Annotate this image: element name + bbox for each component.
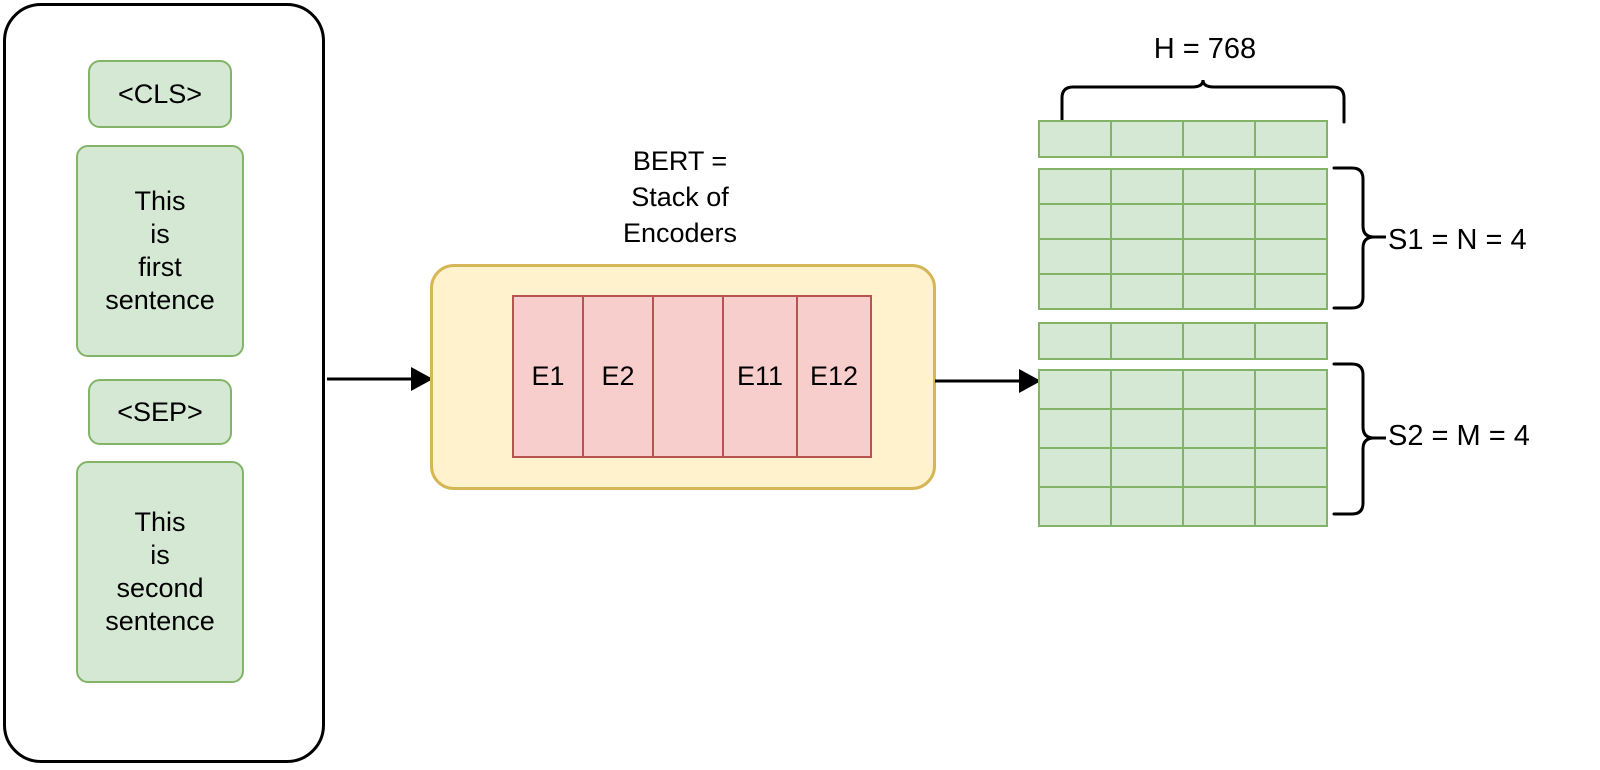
matrix-cell — [1038, 120, 1112, 158]
matrix-cell — [1182, 486, 1256, 527]
matrix-gap — [1038, 360, 1328, 369]
s2-label: S2 = M = 4 — [1388, 420, 1530, 452]
token-box-sep[interactable]: <SEP> — [88, 379, 232, 445]
matrix-cell — [1110, 273, 1184, 310]
matrix-cell — [1254, 408, 1328, 449]
matrix-cell — [1038, 408, 1112, 449]
matrix-cell — [1038, 369, 1112, 410]
matrix-row — [1038, 486, 1328, 527]
matrix-cell — [1110, 168, 1184, 205]
encoder-block-e2[interactable]: E2 — [582, 295, 654, 458]
matrix-cell — [1254, 322, 1328, 360]
matrix-gap — [1038, 310, 1328, 322]
matrix-row — [1038, 120, 1328, 158]
matrix-cell — [1182, 369, 1256, 410]
encoder-stack: E1 E2 E11 E12 — [512, 295, 872, 458]
s1-label: S1 = N = 4 — [1388, 224, 1527, 256]
output-embedding-matrix — [1038, 120, 1328, 527]
matrix-cell — [1182, 447, 1256, 488]
matrix-cell — [1182, 120, 1256, 158]
matrix-block-cls-row — [1038, 120, 1328, 158]
matrix-cell — [1254, 273, 1328, 310]
matrix-cell — [1038, 273, 1112, 310]
matrix-cell — [1038, 322, 1112, 360]
matrix-row — [1038, 408, 1328, 449]
arrow-input-to-bert — [327, 367, 433, 391]
matrix-cell — [1254, 120, 1328, 158]
matrix-cell — [1110, 203, 1184, 240]
encoder-block-e12[interactable]: E12 — [796, 295, 872, 458]
matrix-cell — [1110, 238, 1184, 275]
encoder-label-e12: E12 — [809, 361, 859, 392]
encoder-label-e2: E2 — [601, 361, 635, 392]
matrix-cell — [1182, 203, 1256, 240]
bert-caption: BERT = Stack of Encoders — [622, 146, 738, 248]
matrix-cell — [1254, 369, 1328, 410]
token-label-sentence1: This is first sentence — [105, 186, 215, 315]
matrix-cell — [1038, 447, 1112, 488]
matrix-cell — [1110, 408, 1184, 449]
matrix-cell — [1182, 168, 1256, 205]
matrix-block-sentence2 — [1038, 369, 1328, 527]
matrix-row — [1038, 203, 1328, 240]
matrix-cell — [1038, 486, 1112, 527]
matrix-cell — [1110, 120, 1184, 158]
token-box-sentence1[interactable]: This is first sentence — [76, 145, 244, 357]
matrix-cell — [1110, 447, 1184, 488]
encoder-block-e1[interactable]: E1 — [512, 295, 584, 458]
matrix-row — [1038, 447, 1328, 488]
matrix-cell — [1254, 238, 1328, 275]
matrix-cell — [1038, 238, 1112, 275]
matrix-cell — [1182, 238, 1256, 275]
matrix-cell — [1110, 369, 1184, 410]
matrix-cell — [1182, 408, 1256, 449]
encoder-block-e11[interactable]: E11 — [722, 295, 798, 458]
matrix-cell — [1254, 486, 1328, 527]
matrix-cell — [1182, 322, 1256, 360]
brace-hidden-size — [1060, 80, 1346, 124]
encoder-label-e1: E1 — [531, 361, 565, 392]
encoder-block-ellipsis[interactable] — [652, 295, 724, 458]
brace-s2 — [1332, 362, 1386, 516]
token-label-cls: <CLS> — [117, 78, 203, 109]
brace-s1 — [1332, 166, 1386, 310]
arrow-bert-to-output — [935, 369, 1041, 393]
token-label-sentence2: This is second sentence — [105, 507, 215, 636]
matrix-cell — [1110, 322, 1184, 360]
encoder-label-e11: E11 — [736, 361, 784, 392]
matrix-row — [1038, 273, 1328, 310]
matrix-cell — [1254, 447, 1328, 488]
token-box-sentence2[interactable]: This is second sentence — [76, 461, 244, 683]
hidden-size-label: H = 768 — [1153, 33, 1257, 65]
token-box-cls[interactable]: <CLS> — [88, 60, 232, 128]
matrix-gap — [1038, 158, 1328, 168]
matrix-row — [1038, 168, 1328, 205]
matrix-cell — [1038, 168, 1112, 205]
matrix-cell — [1254, 203, 1328, 240]
matrix-block-sep-row — [1038, 322, 1328, 360]
matrix-row — [1038, 238, 1328, 275]
matrix-row — [1038, 322, 1328, 360]
matrix-cell — [1254, 168, 1328, 205]
matrix-cell — [1182, 273, 1256, 310]
token-label-sep: <SEP> — [117, 396, 203, 427]
matrix-block-sentence1 — [1038, 168, 1328, 310]
matrix-row — [1038, 369, 1328, 410]
matrix-cell — [1110, 486, 1184, 527]
matrix-cell — [1038, 203, 1112, 240]
